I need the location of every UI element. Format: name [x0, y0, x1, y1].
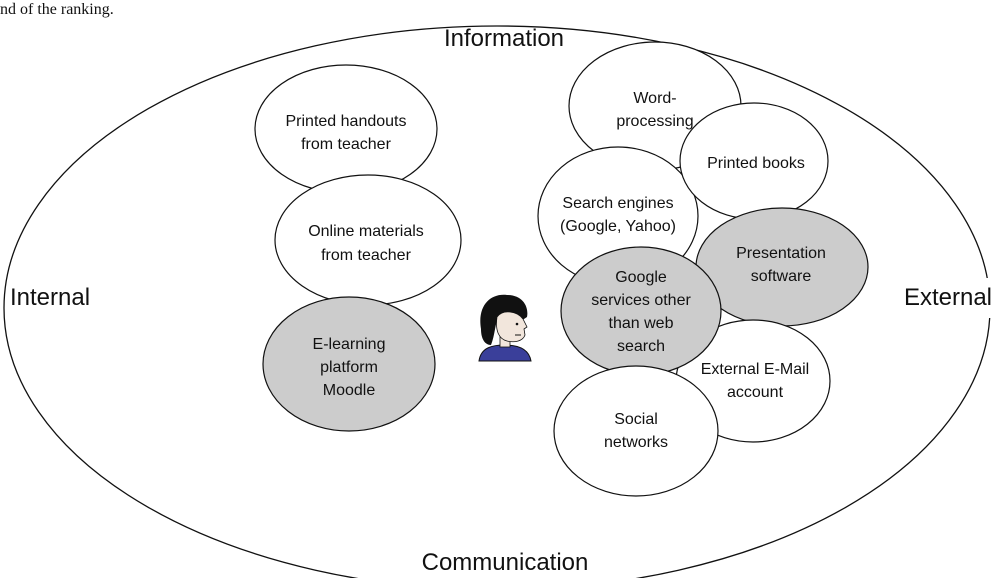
node-label-line: Printed books [707, 155, 805, 172]
node-label-line: search [617, 338, 665, 355]
axis-label-left: Internal [10, 284, 90, 311]
node-printed-books: Printed books [679, 102, 829, 220]
person-eye [515, 322, 519, 326]
person-icon [478, 294, 532, 362]
node-label-line: Search engines [562, 195, 673, 212]
axis-label-bottom: Communication [422, 549, 589, 576]
node-shape [274, 174, 462, 306]
node-label-line: Google [615, 269, 667, 286]
node-label-line: (Google, Yahoo) [560, 218, 676, 235]
node-label-line: Printed handouts [286, 113, 407, 130]
node-e-learning-moodle: E-learning platform Moodle [262, 296, 436, 432]
node-shape [695, 207, 869, 327]
person-hair [480, 294, 528, 345]
node-label-line: services other [591, 292, 691, 309]
node-label-line: platform [320, 359, 378, 376]
node-label-line: Moodle [323, 382, 376, 399]
node-label-line: software [751, 268, 812, 285]
node-label-line: processing [616, 113, 693, 130]
axis-label-right: External [904, 284, 992, 311]
node-label-line: Social [614, 411, 658, 428]
node-label-line: Word- [633, 90, 676, 107]
node-printed-handouts: Printed handouts from teacher [254, 64, 438, 194]
node-label-line: networks [604, 434, 668, 451]
node-shape [262, 296, 436, 432]
node-label-line: E-learning [313, 336, 386, 353]
node-label-line: than web [609, 315, 674, 332]
top-text-fragment: nd of the ranking. [0, 1, 114, 18]
node-presentation-software: Presentation software [695, 207, 869, 327]
node-google-services: Google services other than web search [560, 246, 722, 376]
node-label-line: Presentation [736, 245, 826, 262]
node-shape [553, 365, 719, 497]
person-face [496, 311, 528, 343]
label-mask-bottom [385, 548, 625, 578]
node-label-line: from teacher [321, 247, 411, 264]
node-label-line: External E-Mail [701, 361, 809, 378]
node-social-networks: Social networks [553, 365, 719, 497]
node-label-line: Online materials [308, 223, 424, 240]
node-shape [560, 246, 722, 376]
axis-label-top: Information [444, 25, 564, 52]
node-online-materials: Online materials from teacher [274, 174, 462, 306]
node-label-line: account [727, 384, 784, 401]
label-mask-right [888, 278, 995, 318]
node-label-line: from teacher [301, 136, 391, 153]
